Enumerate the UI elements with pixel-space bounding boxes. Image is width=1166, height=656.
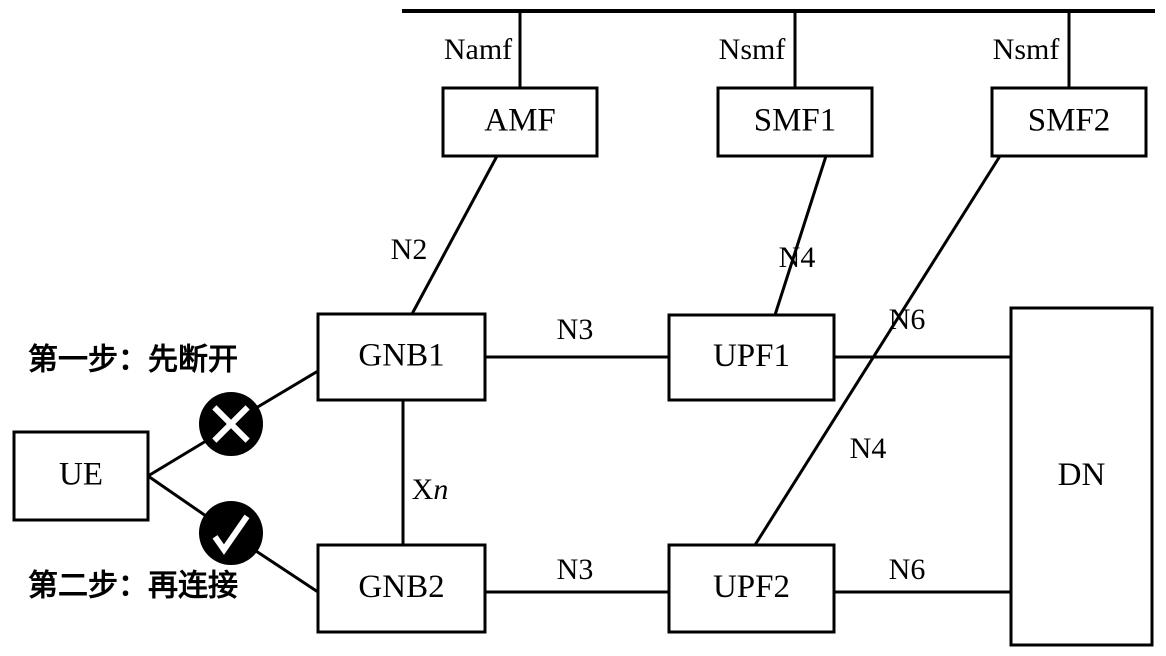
node-box-gnb2	[316, 543, 487, 634]
node-box-amf	[441, 86, 599, 158]
node-box-ue	[12, 430, 150, 522]
edge-label-n6-top: N6	[889, 303, 926, 336]
node-gnb1[interactable]: GNB1	[316, 312, 487, 402]
link-smf2-to-upf2	[753, 155, 1002, 546]
node-ue[interactable]: UE	[12, 430, 150, 522]
link-cross-to-gnb1	[255, 369, 319, 410]
node-label-gnb2: GNB2	[358, 569, 444, 605]
edge-label-nsmf-smf1: Nsmf	[719, 33, 786, 66]
node-label-ue: UE	[59, 457, 103, 493]
node-smf1[interactable]: SMF1	[716, 86, 874, 158]
check-marker[interactable]	[199, 501, 263, 565]
edge-label-xn: Xn	[412, 473, 449, 506]
check-circle-icon	[199, 501, 263, 565]
edge-label-n4-upf1: N4	[779, 241, 816, 274]
node-box-upf1	[667, 313, 836, 402]
node-label-upf1: UPF1	[713, 338, 790, 374]
edge-label-n4-upf2: N4	[850, 432, 887, 465]
link-check-to-gnb2	[255, 549, 319, 594]
edge-label-n3-bottom: N3	[557, 553, 594, 586]
links-group	[147, 11, 1071, 594]
edge-label-nsmf-smf2: Nsmf	[993, 33, 1060, 66]
edge-label-namf: Namf	[444, 33, 512, 66]
node-label-gnb1: GNB1	[358, 338, 444, 374]
link-ue-to-check	[147, 474, 207, 518]
edge-label-n3-top: N3	[557, 313, 594, 346]
node-label-dn: DN	[1058, 457, 1106, 493]
node-box-upf2	[667, 543, 836, 634]
step-two-label: 第二步：再连接	[28, 569, 238, 604]
node-amf[interactable]: AMF	[441, 86, 599, 158]
edge-label-n6-bottom: N6	[889, 553, 926, 586]
node-label-amf: AMF	[484, 103, 556, 139]
edge-label-n2: N2	[391, 233, 428, 266]
node-label-upf2: UPF2	[713, 569, 790, 605]
markers-group	[199, 392, 263, 565]
node-upf2[interactable]: UPF2	[667, 543, 836, 634]
node-label-smf2: SMF2	[1028, 103, 1111, 139]
check-icon-stroke	[212, 514, 250, 555]
node-smf2[interactable]: SMF2	[990, 86, 1148, 158]
node-box-dn	[1009, 306, 1154, 647]
step-one-label: 第一步：先断开	[28, 343, 238, 378]
node-label-smf1: SMF1	[754, 103, 837, 139]
node-gnb2[interactable]: GNB2	[316, 543, 487, 634]
link-ue-to-cross	[147, 439, 207, 478]
node-box-gnb1	[316, 312, 487, 402]
node-box-smf1	[716, 86, 874, 158]
link-smf1-to-upf1	[773, 155, 828, 316]
cross-icon-stroke	[212, 405, 250, 443]
link-amf-to-gnb1	[410, 155, 499, 315]
node-box-smf2	[990, 86, 1148, 158]
cross-marker[interactable]	[199, 392, 263, 456]
node-upf1[interactable]: UPF1	[667, 313, 836, 402]
node-dn[interactable]: DN	[1009, 306, 1154, 647]
